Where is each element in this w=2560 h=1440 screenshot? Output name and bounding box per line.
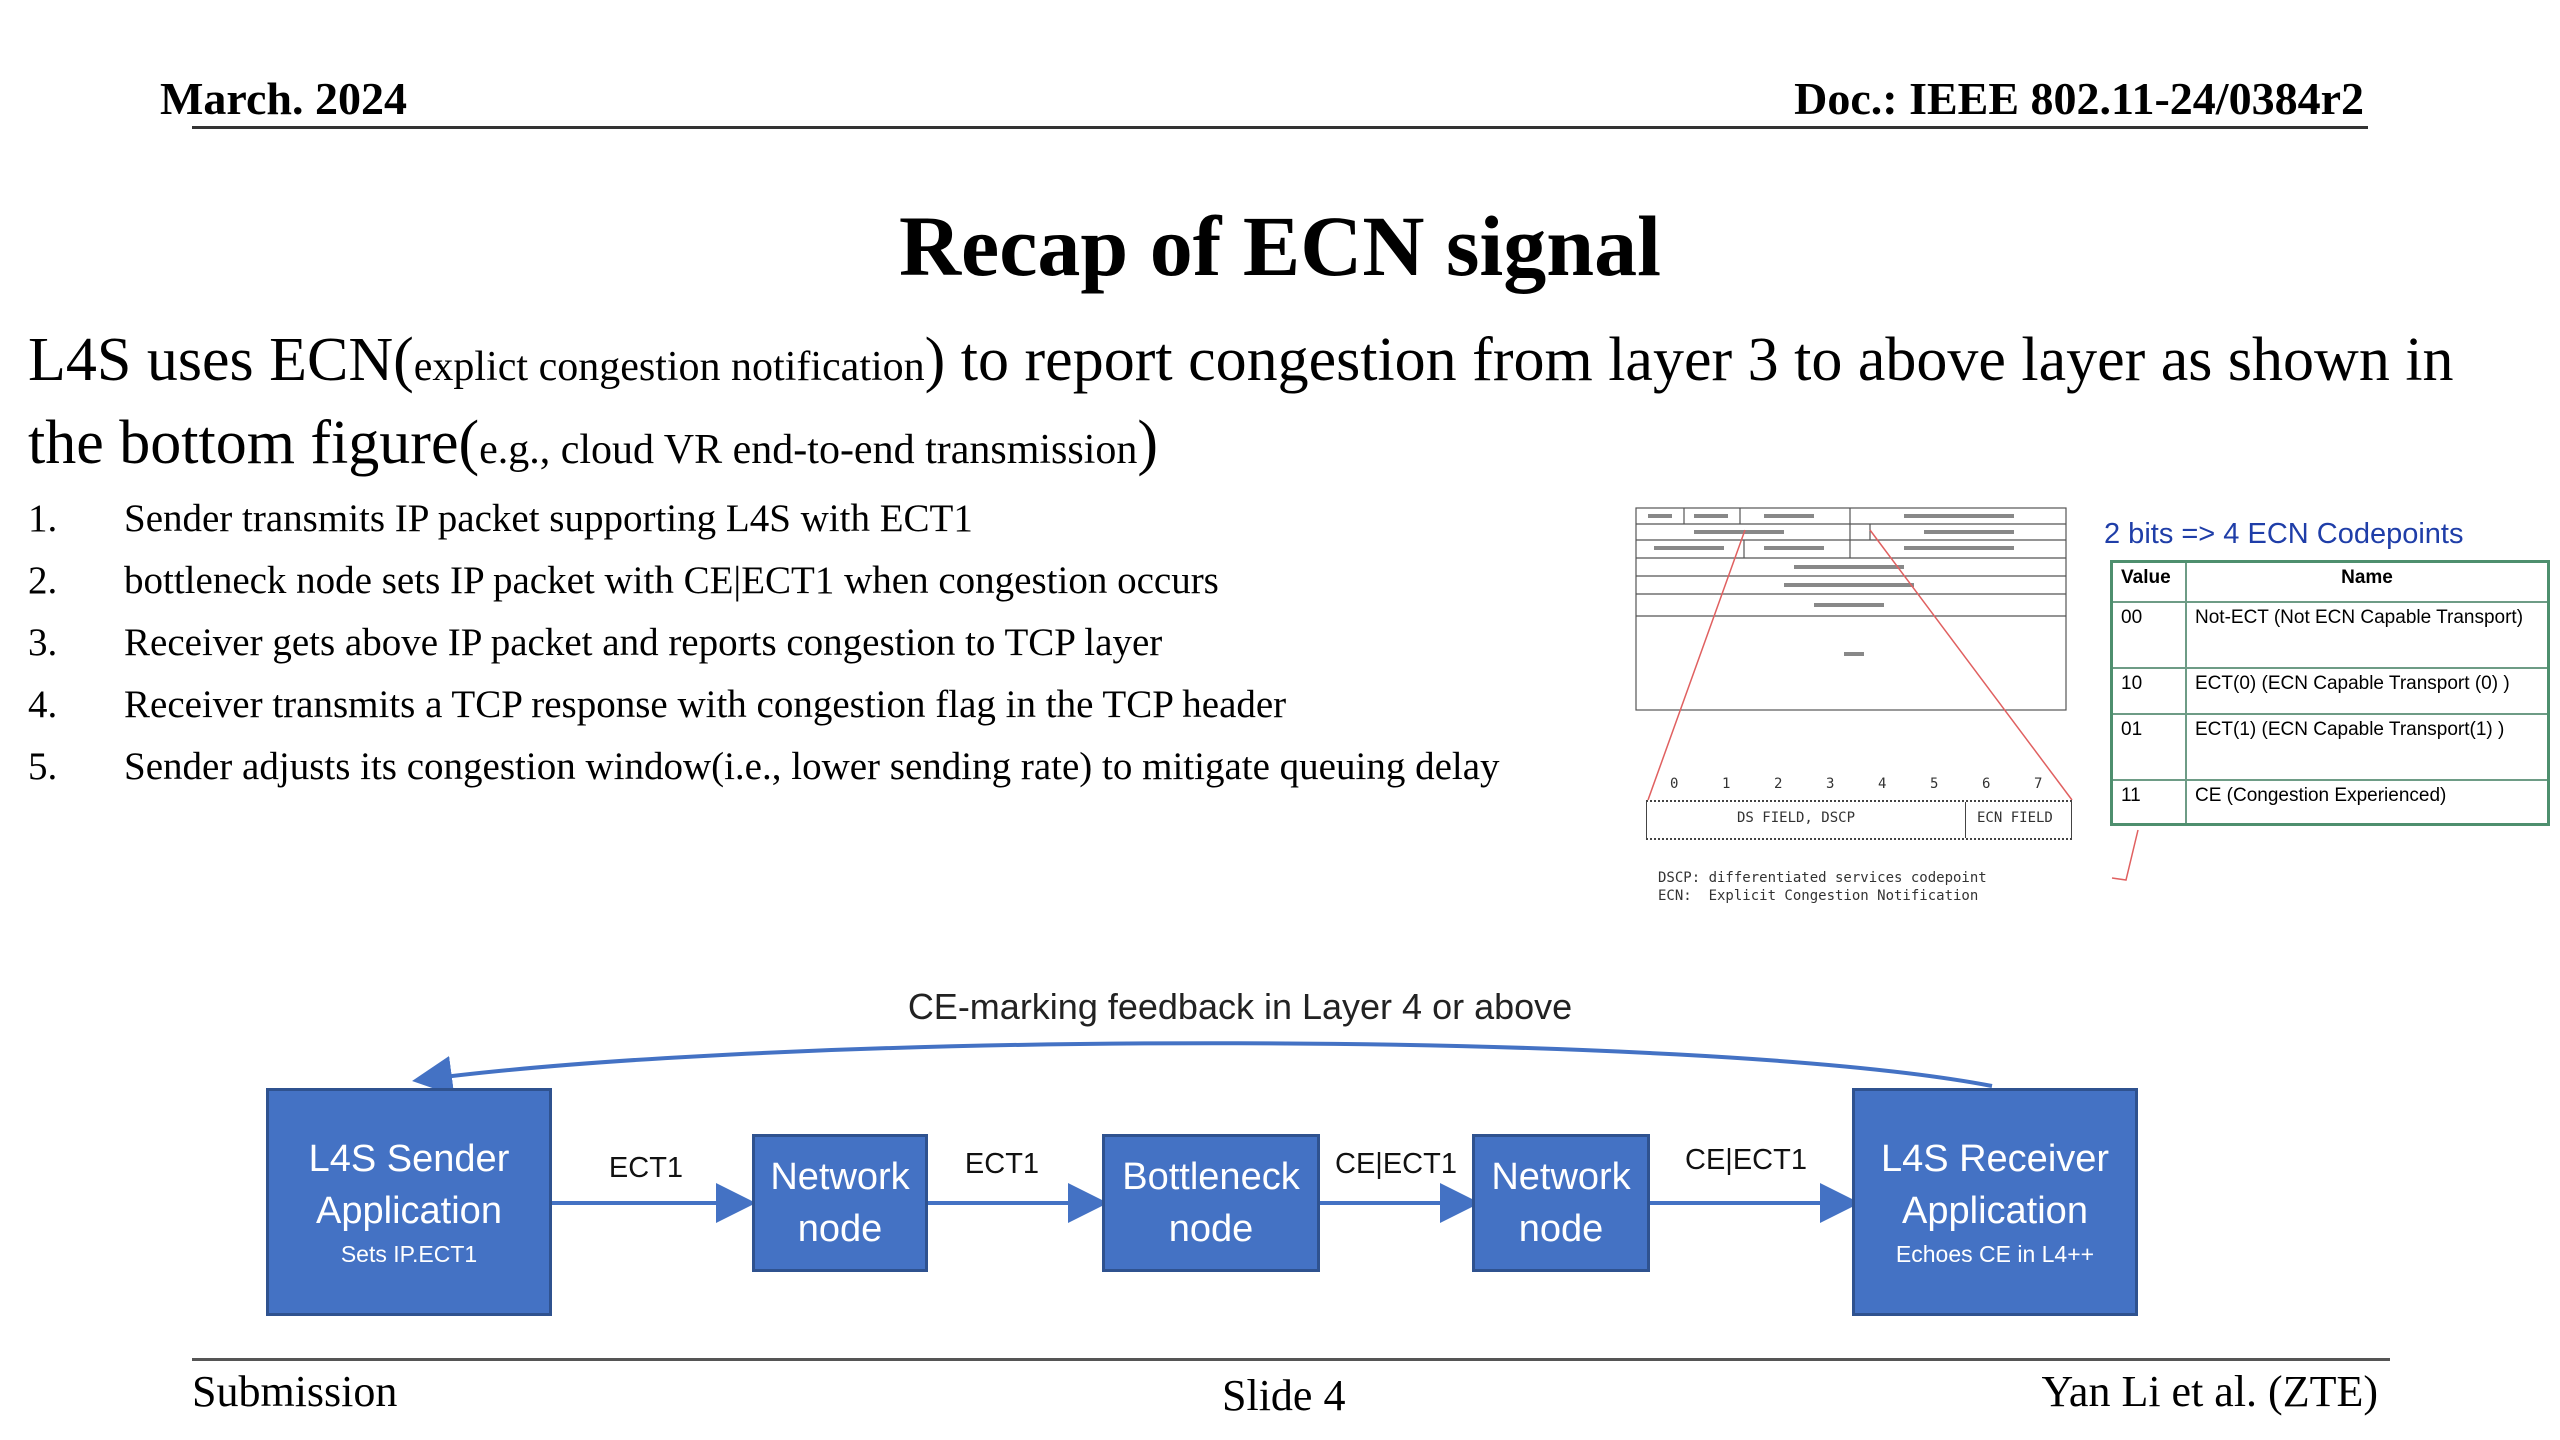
header-date: March. 2024: [160, 73, 408, 124]
bottleneck-line1: Bottleneck: [1122, 1156, 1300, 1198]
sender-sub: Sets IP.ECT1: [340, 1241, 478, 1267]
footer-author: Yan Li et al. (ZTE): [2041, 1367, 2378, 1416]
bit-number: 1: [1722, 776, 1731, 792]
receiver-line1: L4S Receiver: [1880, 1138, 2110, 1180]
node1-line1: Network: [770, 1156, 910, 1198]
ecn-field-label: ECN FIELD: [1977, 810, 2053, 826]
intro-text-e: ): [1137, 409, 1159, 477]
bit-number: 0: [1670, 776, 1679, 792]
step-text: bottleneck node sets IP packet with CE|E…: [124, 559, 1219, 602]
bottleneck-node-box: Bottleneck node: [1102, 1134, 1320, 1272]
footer-divider: [192, 1358, 2390, 1361]
ds-field-label: DS FIELD, DSCP: [1737, 810, 1856, 826]
bit-number: 3: [1826, 776, 1835, 792]
ip-header-diagram: [1635, 507, 2067, 711]
bit-number: 6: [1982, 776, 1991, 792]
name-column-header: Name: [2185, 560, 2550, 603]
l4s-sender-box: L4S Sender Application Sets IP.ECT1: [266, 1088, 552, 1316]
footer-submission: Submission: [192, 1367, 398, 1416]
bit-number: 2: [1774, 776, 1783, 792]
codepoint-value: 01: [2110, 713, 2187, 781]
field-separator: [1965, 802, 1966, 838]
node2-line2: node: [1518, 1208, 1604, 1250]
header-doc-number: Doc.: IEEE 802.11-24/0384r2: [1794, 73, 2364, 124]
receiver-sub: Echoes CE in L4++: [1895, 1241, 2095, 1267]
value-column-header: Value: [2110, 560, 2187, 603]
step-text: Receiver transmits a TCP response with c…: [124, 683, 1287, 726]
bit-number: 4: [1878, 776, 1887, 792]
sender-line1: L4S Sender: [308, 1138, 510, 1180]
network-node-1-box: Network node: [752, 1134, 928, 1272]
codepoint-name: Not-ECT (Not ECN Capable Transport): [2185, 601, 2550, 669]
intro-text-a: L4S uses ECN(: [28, 326, 414, 394]
feedback-label: CE-marking feedback in Layer 4 or above: [907, 986, 1573, 1027]
slide-title: Recap of ECN signal: [898, 198, 1662, 294]
step-number: 1.: [28, 497, 58, 540]
sender-line2: Application: [316, 1190, 502, 1232]
receiver-line2: Application: [1902, 1190, 2088, 1232]
l4s-receiver-box: L4S Receiver Application Echoes CE in L4…: [1852, 1088, 2138, 1316]
step-text: Sender adjusts its congestion window(i.e…: [124, 745, 1500, 788]
codepoints-title: 2 bits => 4 ECN Codepoints: [2104, 518, 2464, 550]
legend-ecn: ECN: Explicit Congestion Notification: [1658, 888, 1979, 904]
codepoint-value: 10: [2110, 667, 2187, 715]
intro-text-c: ) to report congestion from layer 3 to a…: [28, 326, 2454, 477]
bitfield-row: DS FIELD, DSCP ECN FIELD: [1646, 800, 2072, 840]
arrow-label-ect1: ECT1: [964, 1148, 1040, 1180]
intro-text-d: e.g., cloud VR end-to-end transmission: [479, 427, 1138, 473]
bottleneck-line2: node: [1168, 1208, 1254, 1250]
codepoint-value: 00: [2110, 601, 2187, 669]
header-divider: [192, 126, 2368, 129]
network-node-2-box: Network node: [1472, 1134, 1650, 1272]
step-number: 3.: [28, 621, 58, 664]
arrow-label-ce-ect1: CE|ECT1: [1685, 1144, 1807, 1176]
codepoint-name: CE (Congestion Experienced): [2185, 779, 2550, 826]
intro-text-b: explict congestion notification: [413, 344, 925, 390]
ds-ecn-bitfield: 0 1 2 3 4 5 6 7 DS FIELD, DSCP ECN FIELD…: [1640, 772, 2076, 904]
codepoint-name: ECT(1) (ECN Capable Transport(1) ): [2185, 713, 2550, 781]
bit-number: 7: [2034, 776, 2043, 792]
arrow-label-ect1: ECT1: [608, 1152, 684, 1184]
step-number: 2.: [28, 559, 58, 602]
node2-line1: Network: [1491, 1156, 1631, 1198]
node1-line2: node: [797, 1208, 883, 1250]
step-number: 5.: [28, 745, 58, 788]
table-header-row: Value Name: [2110, 560, 2550, 603]
step-number: 4.: [28, 683, 58, 726]
step-text: Sender transmits IP packet supporting L4…: [124, 497, 973, 540]
footer-slide-number: Slide 4: [1222, 1371, 1346, 1420]
bit-number-row: 0 1 2 3 4 5 6 7: [1640, 776, 2076, 796]
legend-dscp: DSCP: differentiated services codepoint: [1658, 870, 1987, 886]
codepoint-name: ECT(0) (ECN Capable Transport (0) ): [2185, 667, 2550, 715]
codepoint-value: 11: [2110, 779, 2187, 826]
step-text: Receiver gets above IP packet and report…: [124, 621, 1163, 664]
arrow-label-ce-ect1: CE|ECT1: [1335, 1148, 1457, 1180]
bit-number: 5: [1930, 776, 1939, 792]
intro-paragraph: L4S uses ECN(explict congestion notifica…: [28, 322, 2538, 488]
